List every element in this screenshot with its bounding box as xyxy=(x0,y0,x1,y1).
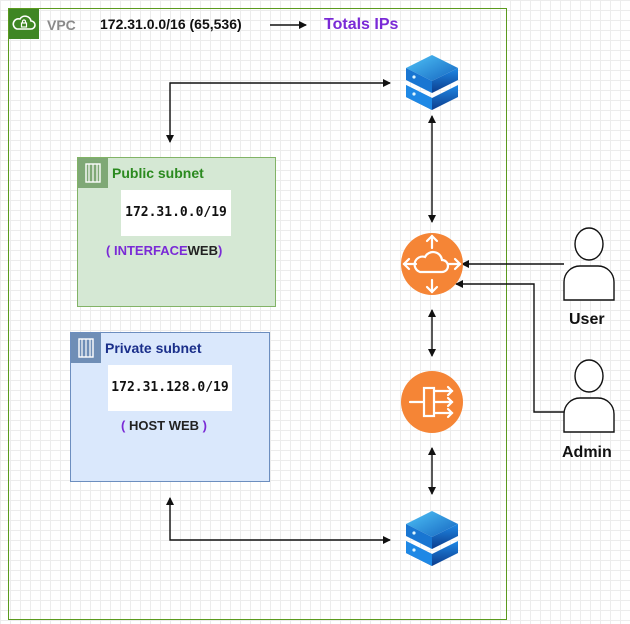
private-subnet-cidr: 172.31.128.0/19 xyxy=(108,365,232,411)
public-subnet-role: ( INTERFACEWEB) xyxy=(106,243,223,258)
server-public-connector xyxy=(166,79,391,143)
person-icon xyxy=(563,227,615,301)
public-subnet: Public subnet 172.31.0.0/19 ( INTERFACEW… xyxy=(77,157,276,307)
router-cloud-icon xyxy=(401,233,463,295)
subnet-icon xyxy=(71,333,101,363)
private-subnet: Private subnet 172.31.128.0/19 ( HOST WE… xyxy=(70,332,270,482)
vpc-container: VPC xyxy=(8,8,507,620)
server-stack-icon xyxy=(406,511,458,566)
admin-label: Admin xyxy=(562,444,612,461)
private-subnet-role: ( HOST WEB ) xyxy=(121,418,207,433)
server-stack-icon xyxy=(406,55,458,110)
load-balancer-icon xyxy=(401,371,463,433)
public-subnet-title: Public subnet xyxy=(112,165,204,181)
vpc-label: VPC xyxy=(47,17,76,33)
user-label: User xyxy=(569,311,605,328)
server-private-connector xyxy=(166,497,391,544)
vpc-cidr: 172.31.0.0/16 (65,536) xyxy=(100,16,242,32)
admin-gateway-connector xyxy=(455,280,564,413)
totals-ips-label: Totals IPs xyxy=(324,16,399,33)
person-icon xyxy=(563,359,615,433)
subnet-icon xyxy=(78,158,108,188)
public-subnet-cidr: 172.31.0.0/19 xyxy=(121,190,231,236)
private-subnet-title: Private subnet xyxy=(105,340,202,356)
cloud-lock-icon xyxy=(9,9,39,39)
